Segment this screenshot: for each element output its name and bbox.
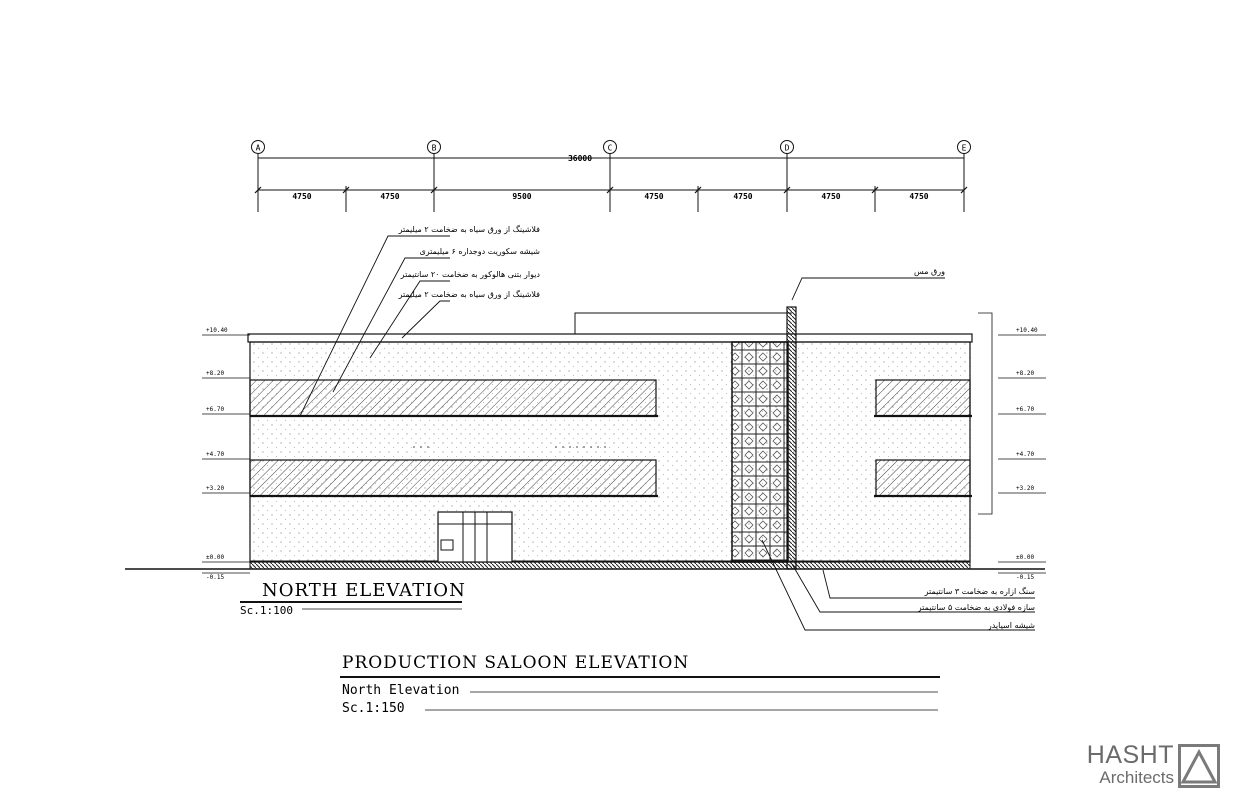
level-label: +6.70: [206, 406, 224, 413]
annotation-notes: فلاشینگ از ورق سیاه به ضخامت ۲ میلیمتر ش…: [398, 224, 1036, 630]
grid-bubble-c: C: [603, 140, 617, 154]
dimension-segment: 4750: [380, 192, 399, 201]
annotation-note: شیشه اسپایدر: [987, 621, 1035, 630]
sheet-title: PRODUCTION SALOON ELEVATION: [342, 653, 689, 673]
view-title-block: NORTH ELEVATION Sc.1:100: [240, 580, 466, 617]
hasht-logo: HASHT Architects: [1074, 742, 1224, 792]
dimension-segment: 4750: [909, 192, 928, 201]
dimension-segment: 4750: [644, 192, 663, 201]
level-label: -0.15: [1016, 574, 1034, 581]
plinth-stone: [249, 560, 971, 570]
window-band: [875, 379, 971, 417]
grid-label-d: D: [785, 144, 790, 153]
sheet-scale: Sc.1:150: [342, 701, 405, 716]
sheet-title-block: PRODUCTION SALOON ELEVATION North Elevat…: [340, 653, 940, 716]
annotation-note: شیشه سکوریت دوجداره ۶ میلیمتری: [419, 247, 540, 256]
window-band: [249, 379, 657, 417]
dimension-segment: 4750: [292, 192, 311, 201]
level-label: +3.20: [206, 485, 224, 492]
dimension-segment: 4750: [821, 192, 840, 201]
window-band: [875, 459, 971, 497]
building-elevation: [125, 306, 1045, 570]
facade-wall: [249, 341, 971, 563]
grid-bubble-a: A: [251, 140, 265, 154]
grid-label-c: C: [608, 144, 613, 153]
grid-axes: A B C D E 36000 4750 4750 9500 4750 4750…: [251, 140, 971, 212]
logo-mark-icon: [1178, 744, 1220, 788]
sheet-subtitle: North Elevation: [342, 683, 459, 698]
annotation-note: سازه فولادی به ضخامت ۵ سانتیمتر: [917, 603, 1036, 612]
grid-bubble-e: E: [957, 140, 971, 154]
level-label: ±0.00: [206, 554, 224, 561]
annotation-note: ورق مس: [914, 267, 945, 276]
level-label: -0.15: [206, 574, 224, 581]
view-title: NORTH ELEVATION: [262, 580, 466, 601]
window-band: [249, 459, 657, 497]
grid-label-e: E: [962, 144, 967, 153]
level-label: +10.40: [1016, 327, 1038, 334]
level-label: ±0.00: [1016, 554, 1034, 561]
level-markers-right: +10.40 +8.20 +6.70 +4.70 +3.20 ±0.00 -0.…: [978, 312, 1046, 581]
entrance-door: [437, 511, 513, 563]
annotation-leaders: [299, 235, 1035, 631]
level-label: +3.20: [1016, 485, 1034, 492]
level-label: +6.70: [1016, 406, 1034, 413]
view-scale: Sc.1:100: [240, 604, 293, 617]
level-label: +4.70: [206, 451, 224, 458]
level-label: +10.40: [206, 327, 228, 334]
annotation-note: فلاشینگ از ورق سیاه به ضخامت ۲ میلیمتر: [398, 289, 541, 299]
annotation-note: دیوار بتنی هالوکور به ضخامت ۲۰ سانتیمتر: [400, 270, 541, 279]
grid-label-a: A: [256, 144, 261, 153]
grid-bubble-b: B: [427, 140, 441, 154]
copper-fin: [786, 306, 797, 570]
grid-label-b: B: [432, 144, 437, 153]
level-label: +4.70: [1016, 451, 1034, 458]
roof-coping: [247, 333, 973, 343]
dimension-segment: 4750: [733, 192, 752, 201]
overall-dimension: 36000: [568, 154, 592, 163]
level-label: +8.20: [206, 370, 224, 377]
logo-name: HASHT: [1086, 741, 1174, 769]
annotation-note: فلاشینگ از ورق سیاه به ضخامت ۲ میلیمتر: [398, 224, 541, 234]
level-markers-left: +10.40 +8.20 +6.70 +4.70 +3.20 ±0.00 -0.…: [202, 327, 250, 581]
grid-bubble-d: D: [780, 140, 794, 154]
dimension-segment: 9500: [512, 192, 531, 201]
spider-glass-curtain: [731, 341, 789, 563]
level-label: +8.20: [1016, 370, 1034, 377]
annotation-note: سنگ ازاره به ضخامت ۳ سانتیمتر: [924, 586, 1036, 596]
logo-tagline: Architects: [1099, 768, 1174, 787]
